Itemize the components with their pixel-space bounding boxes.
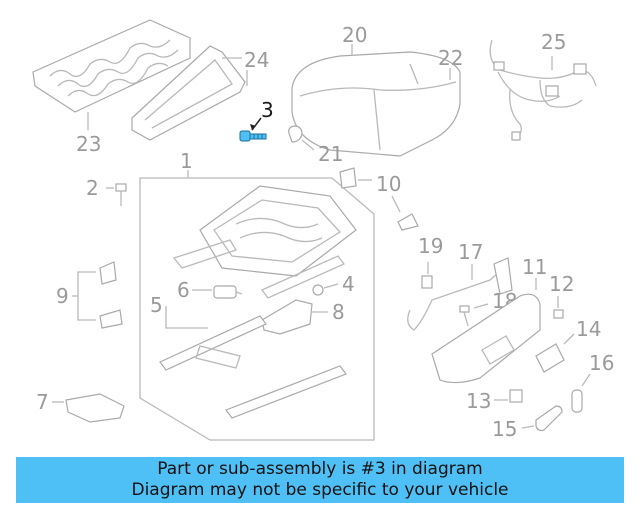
callout-23: 23	[76, 132, 101, 156]
callout-9: 9	[56, 284, 69, 308]
part-11-side-shield	[431, 278, 541, 384]
part-16-knob	[571, 373, 591, 413]
info-banner: Part or sub-assembly is #3 in diagram Di…	[16, 457, 624, 503]
callout-16: 16	[589, 351, 614, 375]
callout-13: 13	[466, 389, 491, 413]
callout-15: 15	[492, 417, 517, 441]
part-1-seat-frame	[172, 185, 357, 299]
part-5-tracks	[159, 306, 347, 419]
part-21-clip	[288, 125, 315, 151]
callout-5: 5	[150, 293, 163, 317]
callout-12: 12	[549, 272, 574, 296]
part-15-knob	[521, 405, 563, 432]
callout-6: 6	[177, 278, 190, 302]
callout-11: 11	[522, 255, 547, 279]
part-2-screw	[106, 183, 127, 206]
part-19-switch	[421, 262, 433, 289]
part-17-cable	[407, 257, 513, 331]
callout-21: 21	[318, 142, 343, 166]
callout-1: 1	[180, 149, 193, 173]
part-14-switch	[535, 333, 575, 373]
callout-14: 14	[576, 317, 601, 341]
part-23-heater-mat	[32, 19, 191, 130]
callout-17: 17	[458, 240, 483, 264]
callout-24: 24	[244, 48, 269, 72]
parts-diagram: 23 24 3 20 22 21	[32, 19, 614, 441]
callout-22: 22	[438, 46, 463, 70]
callout-20: 20	[342, 23, 367, 47]
part-12-clip	[553, 296, 564, 319]
callout-4: 4	[342, 272, 355, 296]
banner-line-2: Diagram may not be specific to your vehi…	[131, 480, 509, 500]
part-20-cushion	[291, 44, 461, 157]
part-25-harness	[489, 39, 597, 141]
part-9-brackets	[72, 261, 123, 329]
part-8-motor	[261, 299, 328, 335]
part-10-cover	[339, 167, 419, 231]
callout-2: 2	[86, 176, 99, 200]
part-18-screw	[459, 303, 489, 327]
callout-25: 25	[541, 30, 566, 54]
assembly-frame-box	[139, 177, 375, 441]
callout-8: 8	[332, 300, 345, 324]
part-13-switch	[494, 389, 523, 403]
part-4-nut	[312, 283, 339, 296]
part-7-motor	[52, 393, 125, 423]
part-6-motor	[192, 285, 243, 299]
callout-19: 19	[418, 234, 443, 258]
callout-10: 10	[376, 172, 401, 196]
banner-line-1: Part or sub-assembly is #3 in diagram	[157, 459, 483, 479]
callout-7: 7	[36, 390, 49, 414]
part-24-pad	[131, 45, 248, 141]
callout-3: 3	[261, 98, 274, 122]
part-3-bolt	[239, 117, 267, 142]
